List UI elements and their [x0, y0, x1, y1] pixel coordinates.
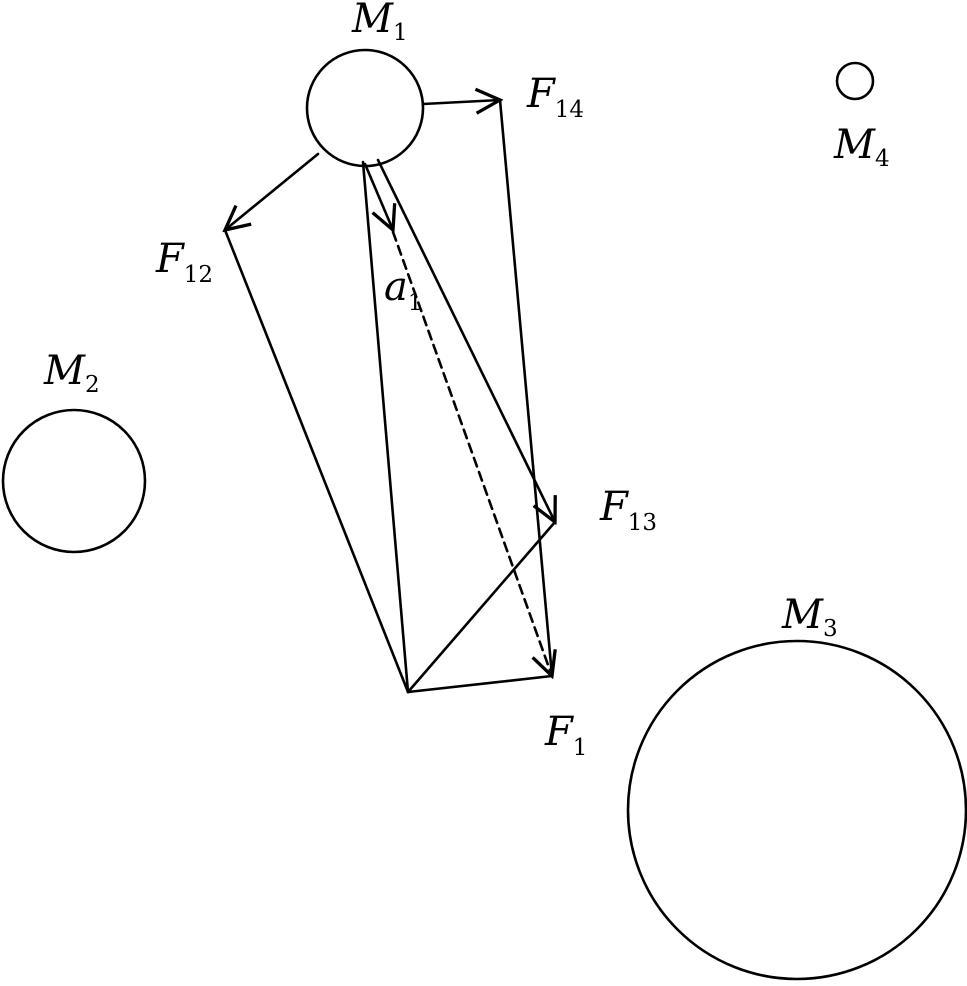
construction-line-sum-to-f1	[406, 674, 554, 694]
mass-m1-circle	[305, 48, 425, 168]
force-f14-arrow	[421, 100, 500, 104]
construction-line-f12-to-sum	[223, 228, 410, 694]
label-f13: F13	[599, 484, 657, 536]
mass-m2-circle	[1, 408, 147, 554]
label-f14: F14	[526, 71, 584, 123]
label-m1: M1	[351, 0, 408, 46]
construction-line-origin-to-sum	[361, 160, 410, 694]
label-a1: a1	[384, 264, 423, 316]
acceleration-a1-arrow	[363, 162, 393, 230]
mass-m3-circle	[626, 639, 967, 981]
mass-m4-circle	[835, 61, 875, 101]
construction-line-sum-to-f13	[406, 520, 557, 694]
label-f12: F12	[155, 236, 213, 288]
construction-line-f14-to-f1	[498, 98, 554, 678]
resultant-f1-dashed-arrow	[391, 230, 552, 676]
label-f1: F1	[544, 709, 587, 761]
label-m3: M3	[781, 592, 838, 642]
force-f12-arrow	[225, 152, 320, 230]
label-m2: M2	[43, 348, 100, 398]
force-f13-arrow	[376, 158, 555, 522]
label-m4: M4	[833, 122, 890, 172]
